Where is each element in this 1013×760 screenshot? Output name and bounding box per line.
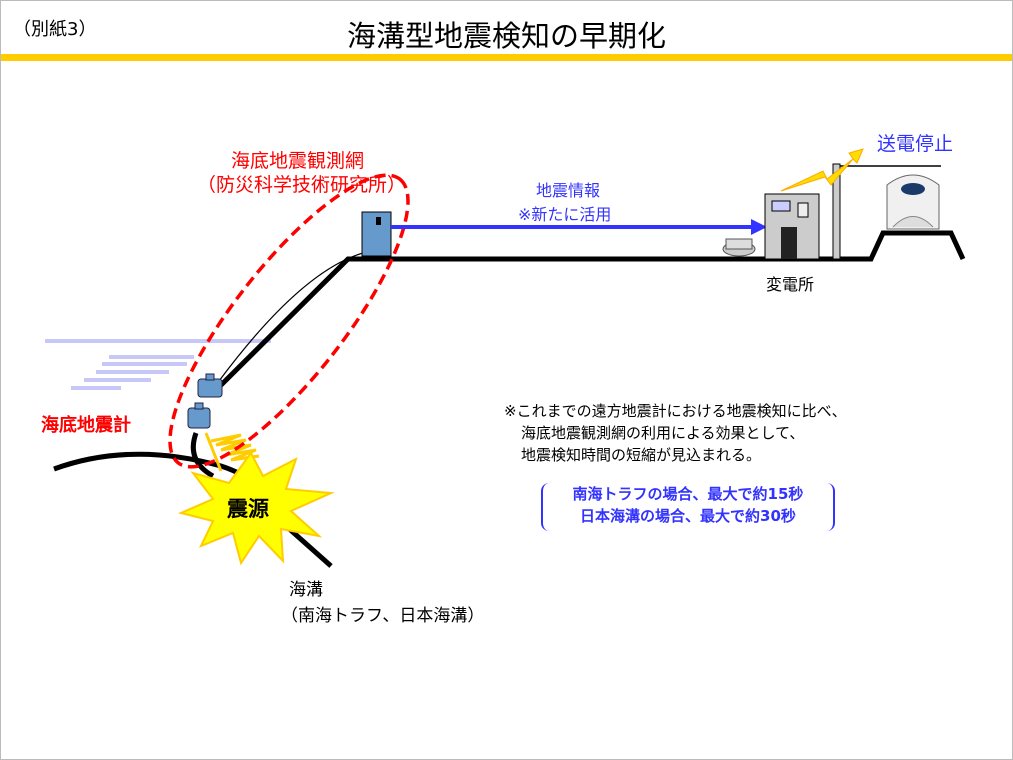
power-stop-label: 送電停止 [877, 133, 954, 155]
epicenter-label: 震源 [227, 497, 269, 521]
info-arrow [391, 219, 767, 235]
epicenter-burst [177, 451, 335, 566]
sea-surface [45, 339, 271, 390]
attachment-label: （別紙3） [13, 19, 97, 40]
network-highlight [168, 173, 410, 469]
note-line: 海底地震観測網の利用による効果として、 [521, 424, 805, 442]
page-title: 海溝型地震検知の早期化 [346, 19, 666, 53]
network-org: （防災科学技術研究所） [197, 174, 407, 196]
trench-line [284, 524, 333, 568]
info-label: 地震情報 [536, 181, 601, 200]
seismometer-icon [187, 373, 223, 429]
lightning-icon [780, 148, 864, 192]
title-underline [1, 54, 1012, 61]
train-icon [886, 174, 940, 230]
station-icon [361, 211, 392, 257]
effect-japan-trench: 日本海溝の場合、最大で約30秒 [580, 507, 796, 525]
info-note: ※新たに活用 [518, 205, 612, 224]
substation-label: 変電所 [766, 275, 815, 294]
coast-ground [211, 230, 966, 395]
seismometer-label: 海底地震計 [41, 415, 131, 436]
effect-box: 南海トラフの場合、最大で約15秒 日本海溝の場合、最大で約30秒 [541, 483, 835, 531]
note-line: 地震検知時間の短縮が見込まれる。 [521, 446, 762, 464]
note-line: ※これまでの遠方地震計における地震検知に比べ、 [504, 402, 847, 420]
cable [190, 432, 215, 479]
network-label: 海底地震観測網 [231, 150, 365, 172]
trench-label: 海溝 [289, 580, 323, 600]
cable-thin [218, 252, 364, 382]
note-text: ※これまでの遠方地震計における地震検知に比べ、 海底地震観測網の利用による効果と… [504, 400, 847, 466]
substation-icon [722, 163, 941, 260]
effect-nankai: 南海トラフの場合、最大で約15秒 [572, 485, 804, 503]
trench-examples: （南海トラフ、日本海溝） [281, 606, 485, 626]
